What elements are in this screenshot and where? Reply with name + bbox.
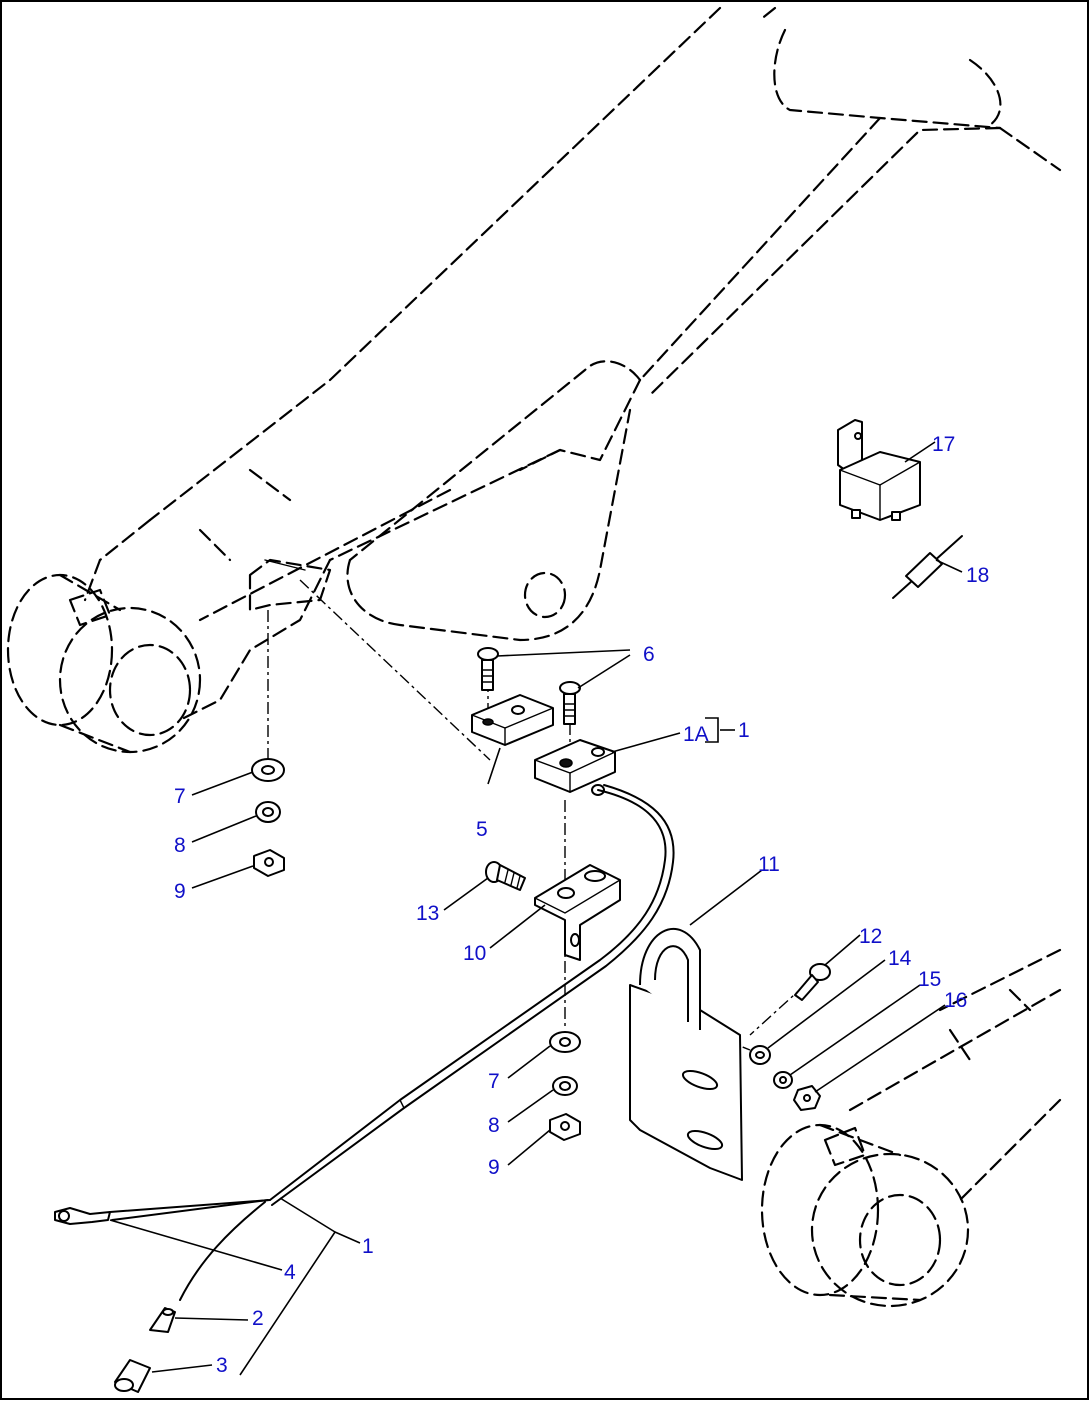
sensor-block-1a xyxy=(534,739,616,796)
bolt-6-left xyxy=(477,647,499,691)
callout-17: 17 xyxy=(932,433,955,456)
callout-8-left: 8 xyxy=(174,834,186,857)
callout-8-mid: 8 xyxy=(488,1114,500,1137)
leader-lines xyxy=(109,441,963,1376)
callout-12: 12 xyxy=(859,925,882,948)
callout-4: 4 xyxy=(284,1261,296,1284)
callout-9-left: 9 xyxy=(174,880,186,903)
washer-7-left xyxy=(251,758,285,782)
right-pin-boss xyxy=(760,948,1062,1308)
callout-13: 13 xyxy=(416,902,439,925)
callout-7-mid: 7 xyxy=(488,1070,500,1093)
callout-10: 10 xyxy=(463,942,486,965)
callout-7-left: 7 xyxy=(174,785,186,808)
nut-9-left xyxy=(253,849,285,877)
cable-harness xyxy=(54,784,675,1301)
connector-3 xyxy=(114,1359,151,1393)
guard-plate-11 xyxy=(629,928,743,1181)
bolt-13 xyxy=(485,861,526,891)
bolt-6-right xyxy=(559,681,581,725)
boom-bracket xyxy=(248,558,332,612)
left-pin-boss xyxy=(6,573,202,754)
fuse-18 xyxy=(892,535,963,599)
nut-16 xyxy=(793,1085,821,1111)
callout-5: 5 xyxy=(476,818,488,841)
callout-1a: 1A xyxy=(683,723,709,746)
callout-2: 2 xyxy=(252,1307,264,1330)
washer-15 xyxy=(773,1071,793,1089)
callout-3: 3 xyxy=(216,1354,228,1377)
washer-14 xyxy=(749,1045,771,1065)
callout-1-top: 1 xyxy=(738,719,750,742)
bolt-12 xyxy=(794,963,831,1001)
callout-6: 6 xyxy=(643,643,655,666)
callouts: 6 1A 1 5 7 8 9 13 10 11 12 14 15 16 7 8 … xyxy=(174,433,989,1377)
callout-14: 14 xyxy=(888,947,912,970)
nut-9-mid xyxy=(549,1113,581,1141)
assembly-lines xyxy=(267,579,806,1051)
callout-16: 16 xyxy=(944,989,967,1012)
sensor-block-5 xyxy=(471,694,554,746)
callout-1-bottom: 1 xyxy=(362,1235,374,1258)
washer-8-mid xyxy=(552,1076,578,1096)
callout-18: 18 xyxy=(966,564,989,587)
washer-8-left xyxy=(255,801,281,823)
relay-17 xyxy=(837,419,921,521)
callout-15: 15 xyxy=(918,968,941,991)
bracket-10 xyxy=(534,864,621,961)
callout-11: 11 xyxy=(758,853,780,876)
boom-outline xyxy=(83,6,1062,722)
callout-9-mid: 9 xyxy=(488,1156,500,1179)
washer-7-mid xyxy=(549,1031,581,1053)
connector-2 xyxy=(149,1307,176,1333)
